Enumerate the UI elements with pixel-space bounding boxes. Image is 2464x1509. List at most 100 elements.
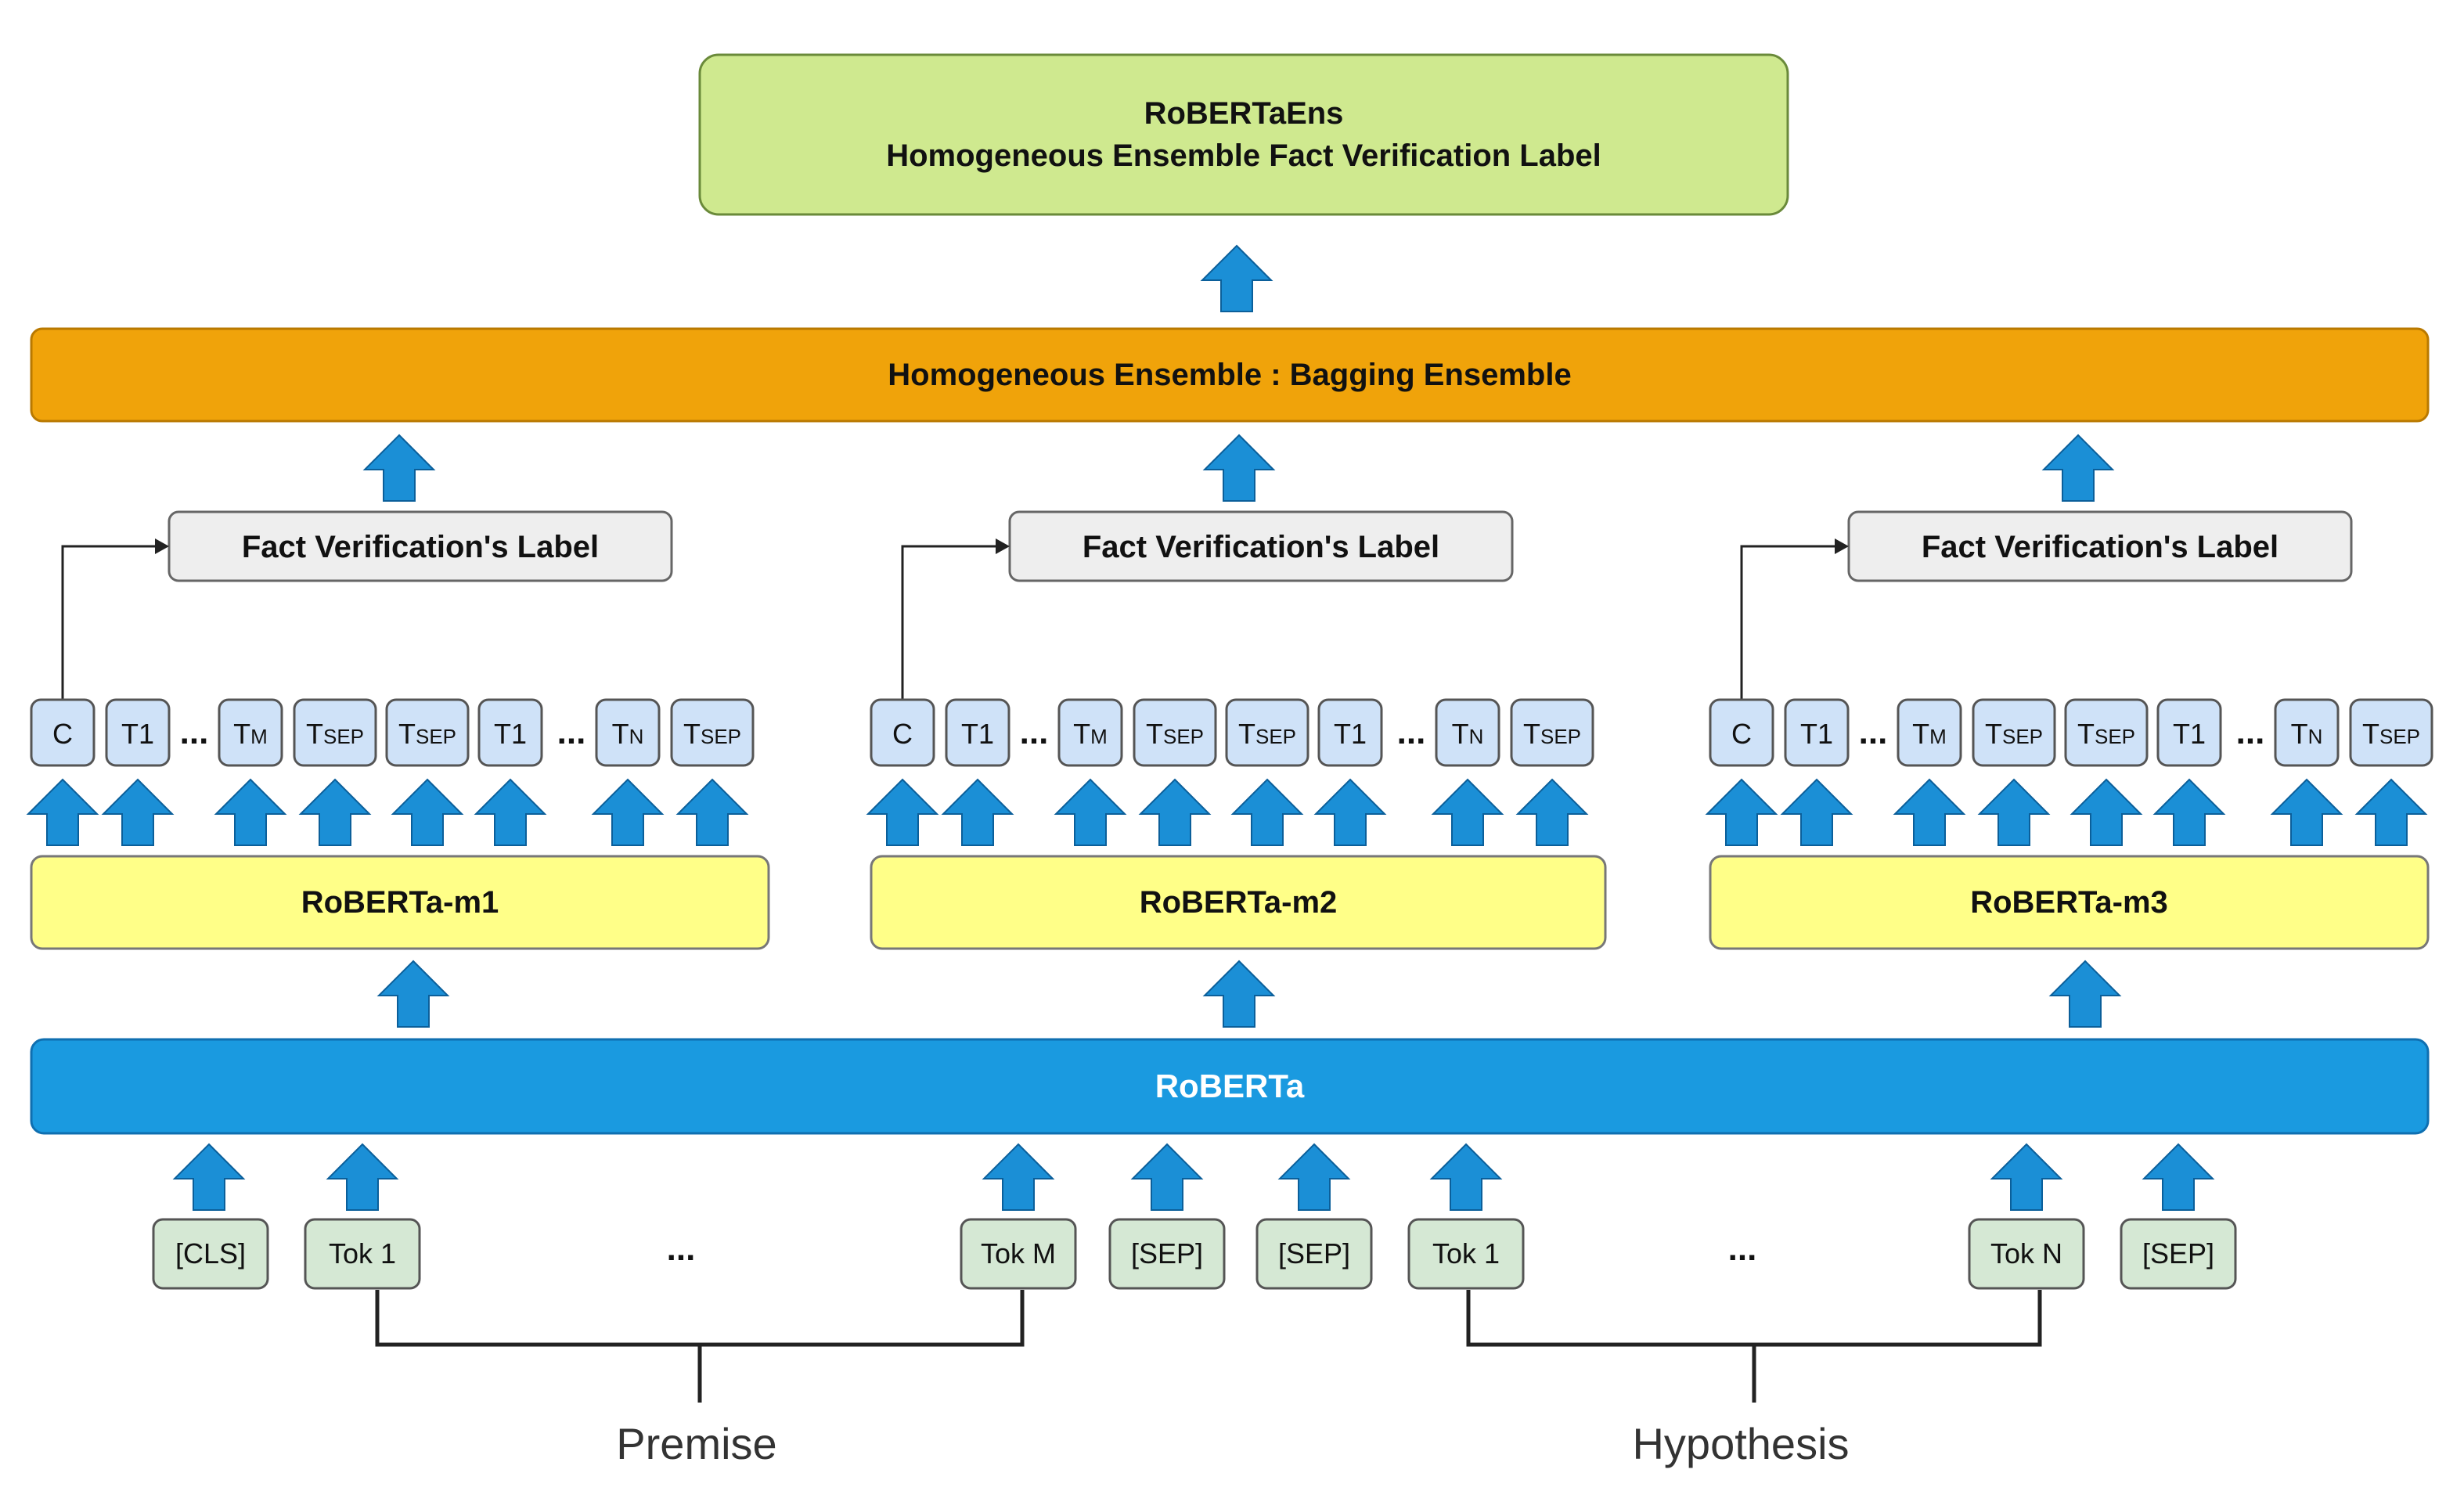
model-box-label: RoBERTa-m2	[1140, 885, 1338, 920]
input-arrow-icon	[1429, 1143, 1503, 1211]
token-arrow-icon	[1977, 778, 2051, 846]
ensemble-to-result-arrow-icon	[1200, 244, 1273, 312]
input-arrow-icon	[982, 1143, 1055, 1211]
bagging-ensemble-label: Homogeneous Ensemble : Bagging Ensemble	[888, 358, 1571, 392]
output-token-box	[1510, 698, 1594, 767]
ellipsis-text: ...	[2236, 713, 2265, 751]
output-token-box	[1897, 698, 1962, 767]
output-token-box	[595, 698, 661, 767]
arrowhead-icon	[996, 538, 1010, 554]
output-token-label: TM	[1073, 718, 1108, 750]
token-arrow-icon	[2152, 778, 2226, 846]
input-arrow-icon	[1990, 1143, 2063, 1211]
token-arrow-icon	[298, 778, 372, 846]
token-arrow-icon	[591, 778, 665, 846]
input-token-box	[1108, 1218, 1226, 1290]
roberta-to-model-arrow-icon	[376, 960, 450, 1028]
token-arrow-icon	[474, 778, 547, 846]
ensemble-result-box	[698, 53, 1789, 216]
ellipsis-text: ...	[180, 713, 209, 751]
fact-label-text: Fact Verification's Label	[1083, 530, 1439, 564]
token-arrow-icon	[101, 778, 175, 846]
arrowhead-icon	[1835, 538, 1849, 554]
input-token-box	[1968, 1218, 2085, 1290]
ellipsis-text: ...	[1859, 713, 1888, 751]
label-to-ensemble-arrow-icon	[362, 434, 436, 502]
ellipsis-text: ...	[1397, 713, 1426, 751]
ensemble-result-subtitle: Homogeneous Ensemble Fact Verification L…	[886, 139, 1601, 173]
output-token-label: T1	[961, 718, 994, 750]
output-token-box	[2064, 698, 2149, 767]
roberta-to-model-arrow-icon	[1202, 960, 1276, 1028]
output-token-label: C	[52, 718, 73, 750]
token-arrow-icon	[391, 778, 464, 846]
output-token-box	[1225, 698, 1309, 767]
input-arrow-icon	[2142, 1143, 2215, 1211]
input-arrow-icon	[172, 1143, 246, 1211]
input-token-label: Tok M	[981, 1237, 1056, 1270]
input-token-box	[960, 1218, 1077, 1290]
token-arrow-icon	[214, 778, 287, 846]
input-token-label: Tok 1	[329, 1237, 396, 1270]
model-box	[30, 855, 770, 950]
output-token-box	[30, 698, 95, 767]
input-ellipsis: ...	[1728, 1230, 1757, 1268]
token-arrow-icon	[2354, 778, 2428, 846]
arrowhead-icon	[155, 538, 169, 554]
classifier-connector	[901, 545, 999, 700]
input-token-box	[152, 1218, 269, 1290]
output-token-label: T1	[121, 718, 154, 750]
input-arrow-icon	[326, 1143, 399, 1211]
output-token-label: T1	[1334, 718, 1367, 750]
roberta-base-label: RoBERTa	[1155, 1068, 1305, 1104]
token-arrow-icon	[941, 778, 1014, 846]
input-arrow-icon	[1130, 1143, 1204, 1211]
output-token-label: TN	[612, 718, 644, 750]
output-token-label: TSEP	[1238, 718, 1296, 750]
model-box	[1709, 855, 2430, 950]
token-arrow-icon	[1230, 778, 1304, 846]
output-token-box	[1057, 698, 1123, 767]
output-token-box	[1972, 698, 2056, 767]
output-token-box	[2274, 698, 2340, 767]
token-arrow-icon	[1054, 778, 1127, 846]
output-token-box	[385, 698, 470, 767]
roberta-base-bar	[30, 1038, 2430, 1135]
input-token-box	[1255, 1218, 1373, 1290]
input-arrow-icon	[1277, 1143, 1351, 1211]
output-token-box	[218, 698, 283, 767]
output-token-box	[670, 698, 755, 767]
input-token-label: [CLS]	[175, 1237, 246, 1270]
label-to-ensemble-arrow-icon	[2041, 434, 2115, 502]
input-token-label: [SEP]	[2142, 1237, 2214, 1270]
input-token-box	[304, 1218, 421, 1290]
token-arrow-icon	[1431, 778, 1504, 846]
output-token-box	[293, 698, 377, 767]
premise-bracket	[375, 1290, 1025, 1403]
model-box	[870, 855, 1607, 950]
output-token-label: T1	[494, 718, 527, 750]
token-arrow-icon	[1705, 778, 1778, 846]
classifier-connector	[1740, 545, 1838, 700]
model-box-label: RoBERTa-m3	[1970, 885, 2168, 920]
classifier-connector	[61, 545, 158, 700]
output-token-label: TN	[2291, 718, 2323, 750]
token-arrow-icon	[1780, 778, 1853, 846]
token-arrow-icon	[1138, 778, 1212, 846]
token-arrow-icon	[2070, 778, 2143, 846]
bagging-ensemble-bar	[30, 327, 2430, 423]
label-to-ensemble-arrow-icon	[1202, 434, 1276, 502]
token-arrow-icon	[2270, 778, 2343, 846]
output-token-box	[1784, 698, 1850, 767]
input-token-label: [SEP]	[1131, 1237, 1203, 1270]
token-arrow-icon	[675, 778, 749, 846]
input-token-box	[1407, 1218, 1525, 1290]
hypothesis-label: Hypothesis	[1632, 1419, 1849, 1468]
ellipsis-text: ...	[557, 713, 586, 751]
output-token-box	[1435, 698, 1500, 767]
hypothesis-bracket	[1466, 1290, 2042, 1403]
